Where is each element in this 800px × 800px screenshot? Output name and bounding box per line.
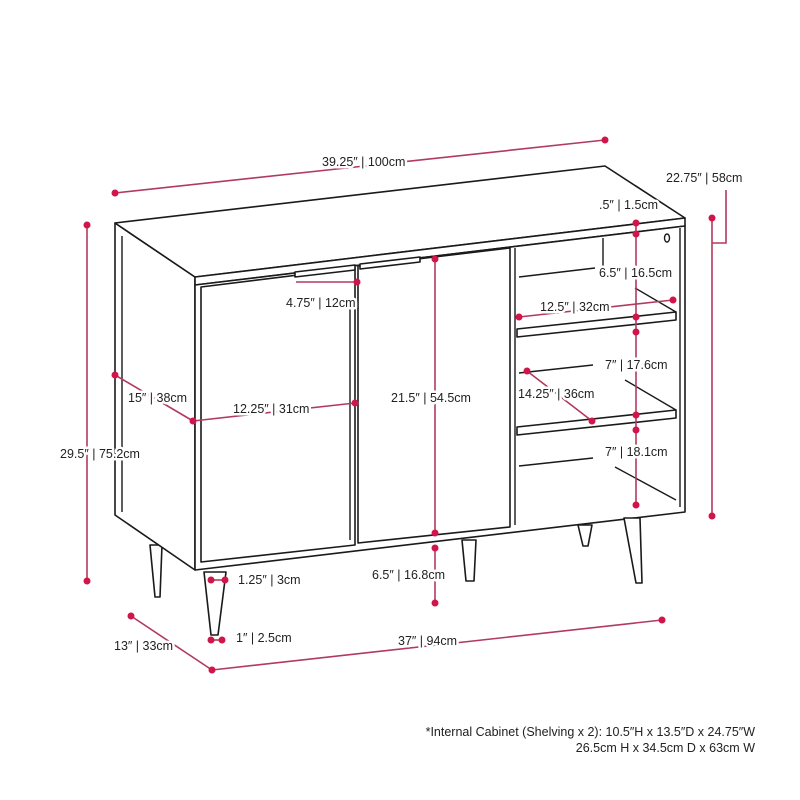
- label-leg-width-span: 37″ | 94cm: [398, 634, 457, 648]
- label-overall-width: 39.25″ | 100cm: [322, 155, 405, 169]
- shelf-floor-edge: [614, 466, 677, 501]
- label-leg-depth-span: 13″ | 33cm: [114, 639, 173, 653]
- leg-back-right: [577, 524, 593, 547]
- footnote-imperial: *Internal Cabinet (Shelving x 2): 10.5″H…: [426, 725, 756, 739]
- label-overall-depth: 22.75″ | 58cm: [666, 171, 742, 185]
- label-overall-height: 29.5″ | 75.2cm: [60, 447, 140, 461]
- handle-left: [294, 264, 356, 278]
- leg-back-left: [149, 544, 163, 598]
- label-side-depth: 15″ | 38cm: [128, 391, 187, 405]
- dimension-dots: [83, 136, 716, 674]
- label-door-width: 12.25″ | 31cm: [233, 402, 309, 416]
- label-handle-length: 4.75″ | 12cm: [286, 296, 356, 310]
- shelf-2-edge: [624, 379, 677, 411]
- label-leg-height: 6.5″ | 16.8cm: [372, 568, 445, 582]
- label-leg-bottom-width: 1″ | 2.5cm: [236, 631, 292, 645]
- leg-front-right: [623, 517, 643, 584]
- label-door-height: 21.5″ | 54.5cm: [391, 391, 471, 405]
- handle-right: [359, 256, 421, 270]
- label-leg-top-width: 1.25″ | 3cm: [238, 573, 301, 587]
- door-right: [357, 247, 511, 544]
- label-shelf1-height: 6.5″ | 16.5cm: [599, 266, 672, 280]
- cable-hole: [663, 233, 671, 243]
- shelf-back-line: [518, 267, 596, 278]
- shelf-back-line: [518, 364, 594, 374]
- shelf-1-edge: [634, 287, 677, 313]
- leg-front-left: [203, 571, 227, 636]
- shelf-back-line: [518, 457, 594, 467]
- footnote-metric: 26.5cm H x 34.5cm D x 63cm W: [576, 741, 755, 755]
- leg-middle: [461, 539, 477, 582]
- label-shelf3-height: 7″ | 18.1cm: [605, 445, 668, 459]
- label-shelf-depth: 12.5″ | 32cm: [540, 300, 610, 314]
- dimension-lines: [86, 139, 727, 671]
- label-shelf-width: 14.25″ | 36cm: [518, 387, 594, 401]
- label-top-thickness: .5″ | 1.5cm: [599, 198, 658, 212]
- label-shelf2-height: 7″ | 17.6cm: [605, 358, 668, 372]
